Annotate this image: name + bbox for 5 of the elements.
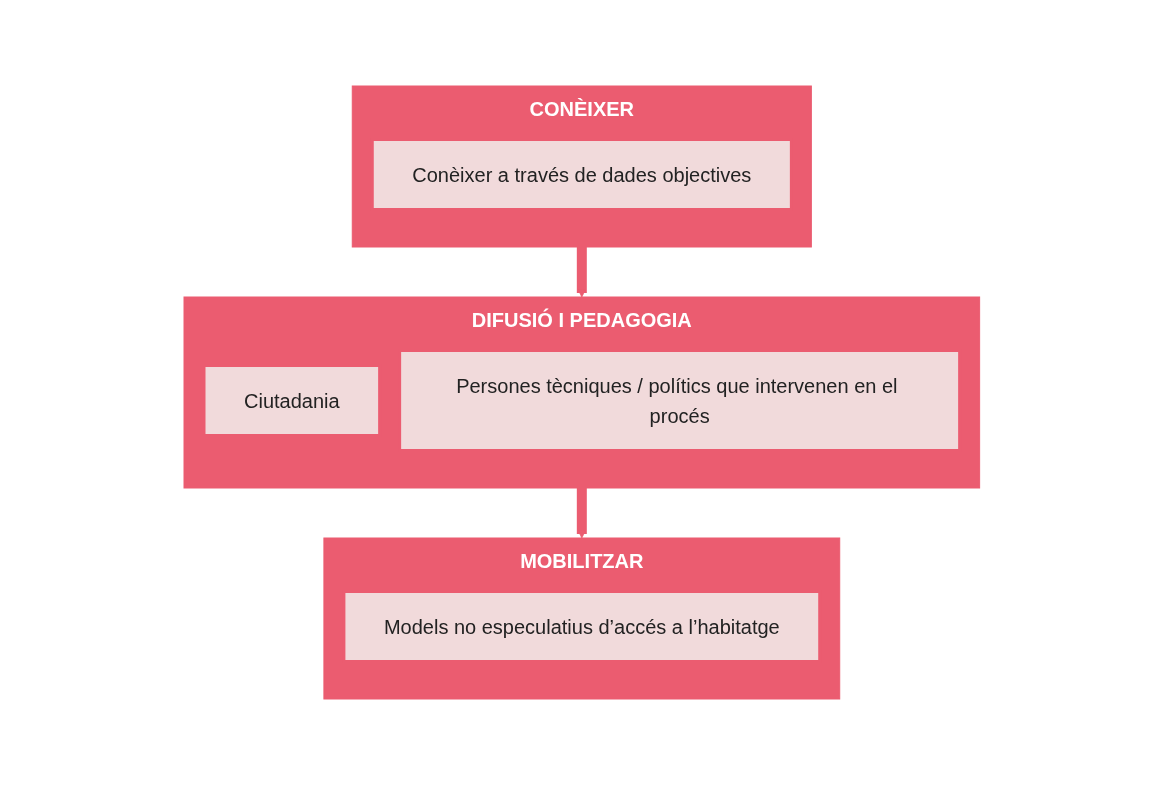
node-box: Conèixer a través de dades objectives bbox=[370, 138, 793, 211]
arrow bbox=[576, 487, 587, 539]
arrow bbox=[576, 246, 587, 298]
node-box: Models no especulatius d’accés a l’habitatge bbox=[342, 590, 821, 663]
node-box: Ciutadania bbox=[202, 364, 381, 437]
